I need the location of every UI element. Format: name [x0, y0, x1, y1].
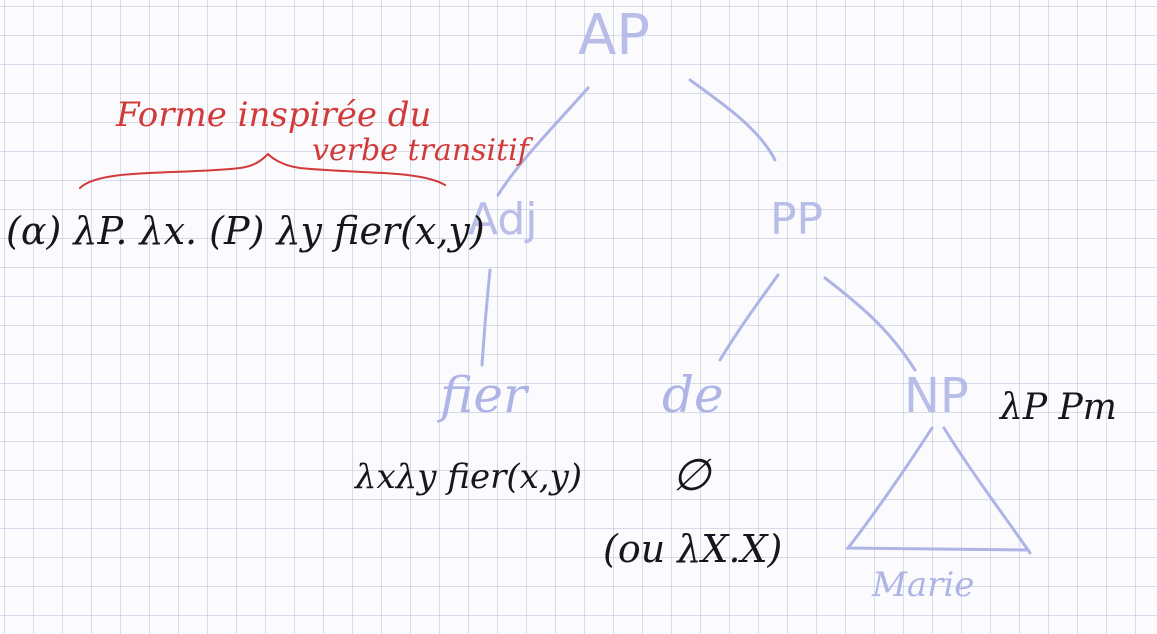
triangle-tail — [1026, 548, 1032, 555]
formula-alpha: (α) λP. λx. (P) λy fier(x,y) — [6, 209, 485, 253]
annotation-brace — [79, 152, 446, 189]
branch-pp-np — [823, 276, 917, 372]
formula-np: λP Pm — [1000, 387, 1117, 428]
node-ap: AP — [578, 3, 651, 68]
branch-pp-de — [718, 273, 780, 362]
triangle-np — [844, 426, 1031, 552]
branch-adj-fier — [480, 268, 492, 367]
formula-de-empty: ∅ — [672, 450, 711, 501]
node-np: NP — [904, 368, 969, 424]
annotation-line-1: Forme inspirée du — [116, 95, 432, 135]
node-adj: Adj — [468, 194, 538, 245]
formula-de-alternative: (ou λX.X) — [603, 527, 783, 571]
annotation-line-2: verbe transitif — [312, 133, 529, 168]
node-pp: PP — [770, 194, 824, 245]
leaf-de: de — [662, 366, 724, 424]
formula-fier: λxλy fier(x,y) — [355, 457, 583, 497]
branch-ap-adj — [496, 86, 590, 197]
leaf-fier: fier — [440, 366, 527, 424]
leaf-marie: Marie — [872, 565, 975, 605]
branch-ap-pp — [688, 78, 777, 162]
